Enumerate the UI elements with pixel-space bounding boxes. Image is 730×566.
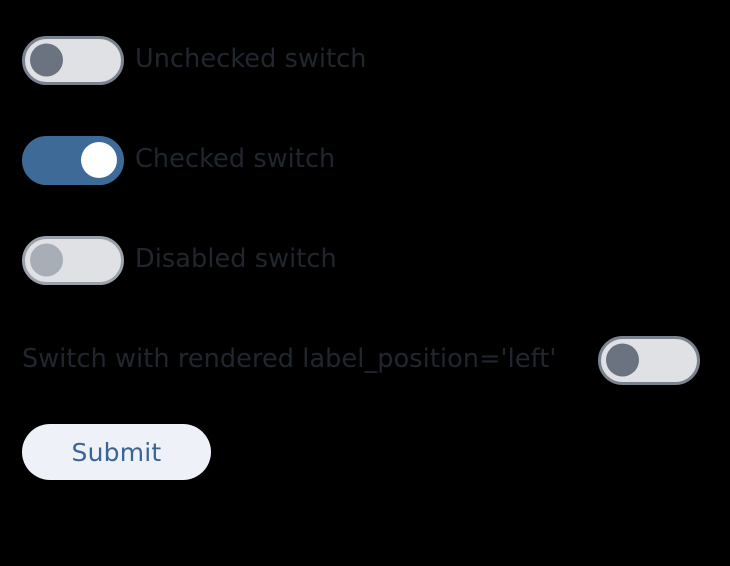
unchecked-switch-toggle[interactable] [22, 35, 124, 85]
switch-row-unchecked: Unchecked switch [22, 32, 367, 88]
switch-row-left-label: Switch with rendered label_position='lef… [22, 332, 700, 388]
switch-knob [81, 142, 117, 178]
switch-row-checked: Checked switch [22, 132, 335, 188]
submit-button[interactable]: Submit [22, 424, 211, 480]
switch-knob [606, 343, 639, 377]
switch-knob [30, 243, 63, 277]
unchecked-switch-label: Unchecked switch [135, 44, 367, 75]
checked-switch-toggle[interactable] [22, 135, 124, 185]
left-label-switch-label: Switch with rendered label_position='lef… [22, 344, 557, 375]
switch-row-disabled: Disabled switch [22, 232, 337, 288]
left-label-switch-toggle[interactable] [598, 335, 700, 385]
switch-knob [30, 43, 63, 77]
disabled-switch-label: Disabled switch [135, 244, 337, 275]
disabled-switch-toggle [22, 235, 124, 285]
checked-switch-label: Checked switch [135, 144, 336, 175]
